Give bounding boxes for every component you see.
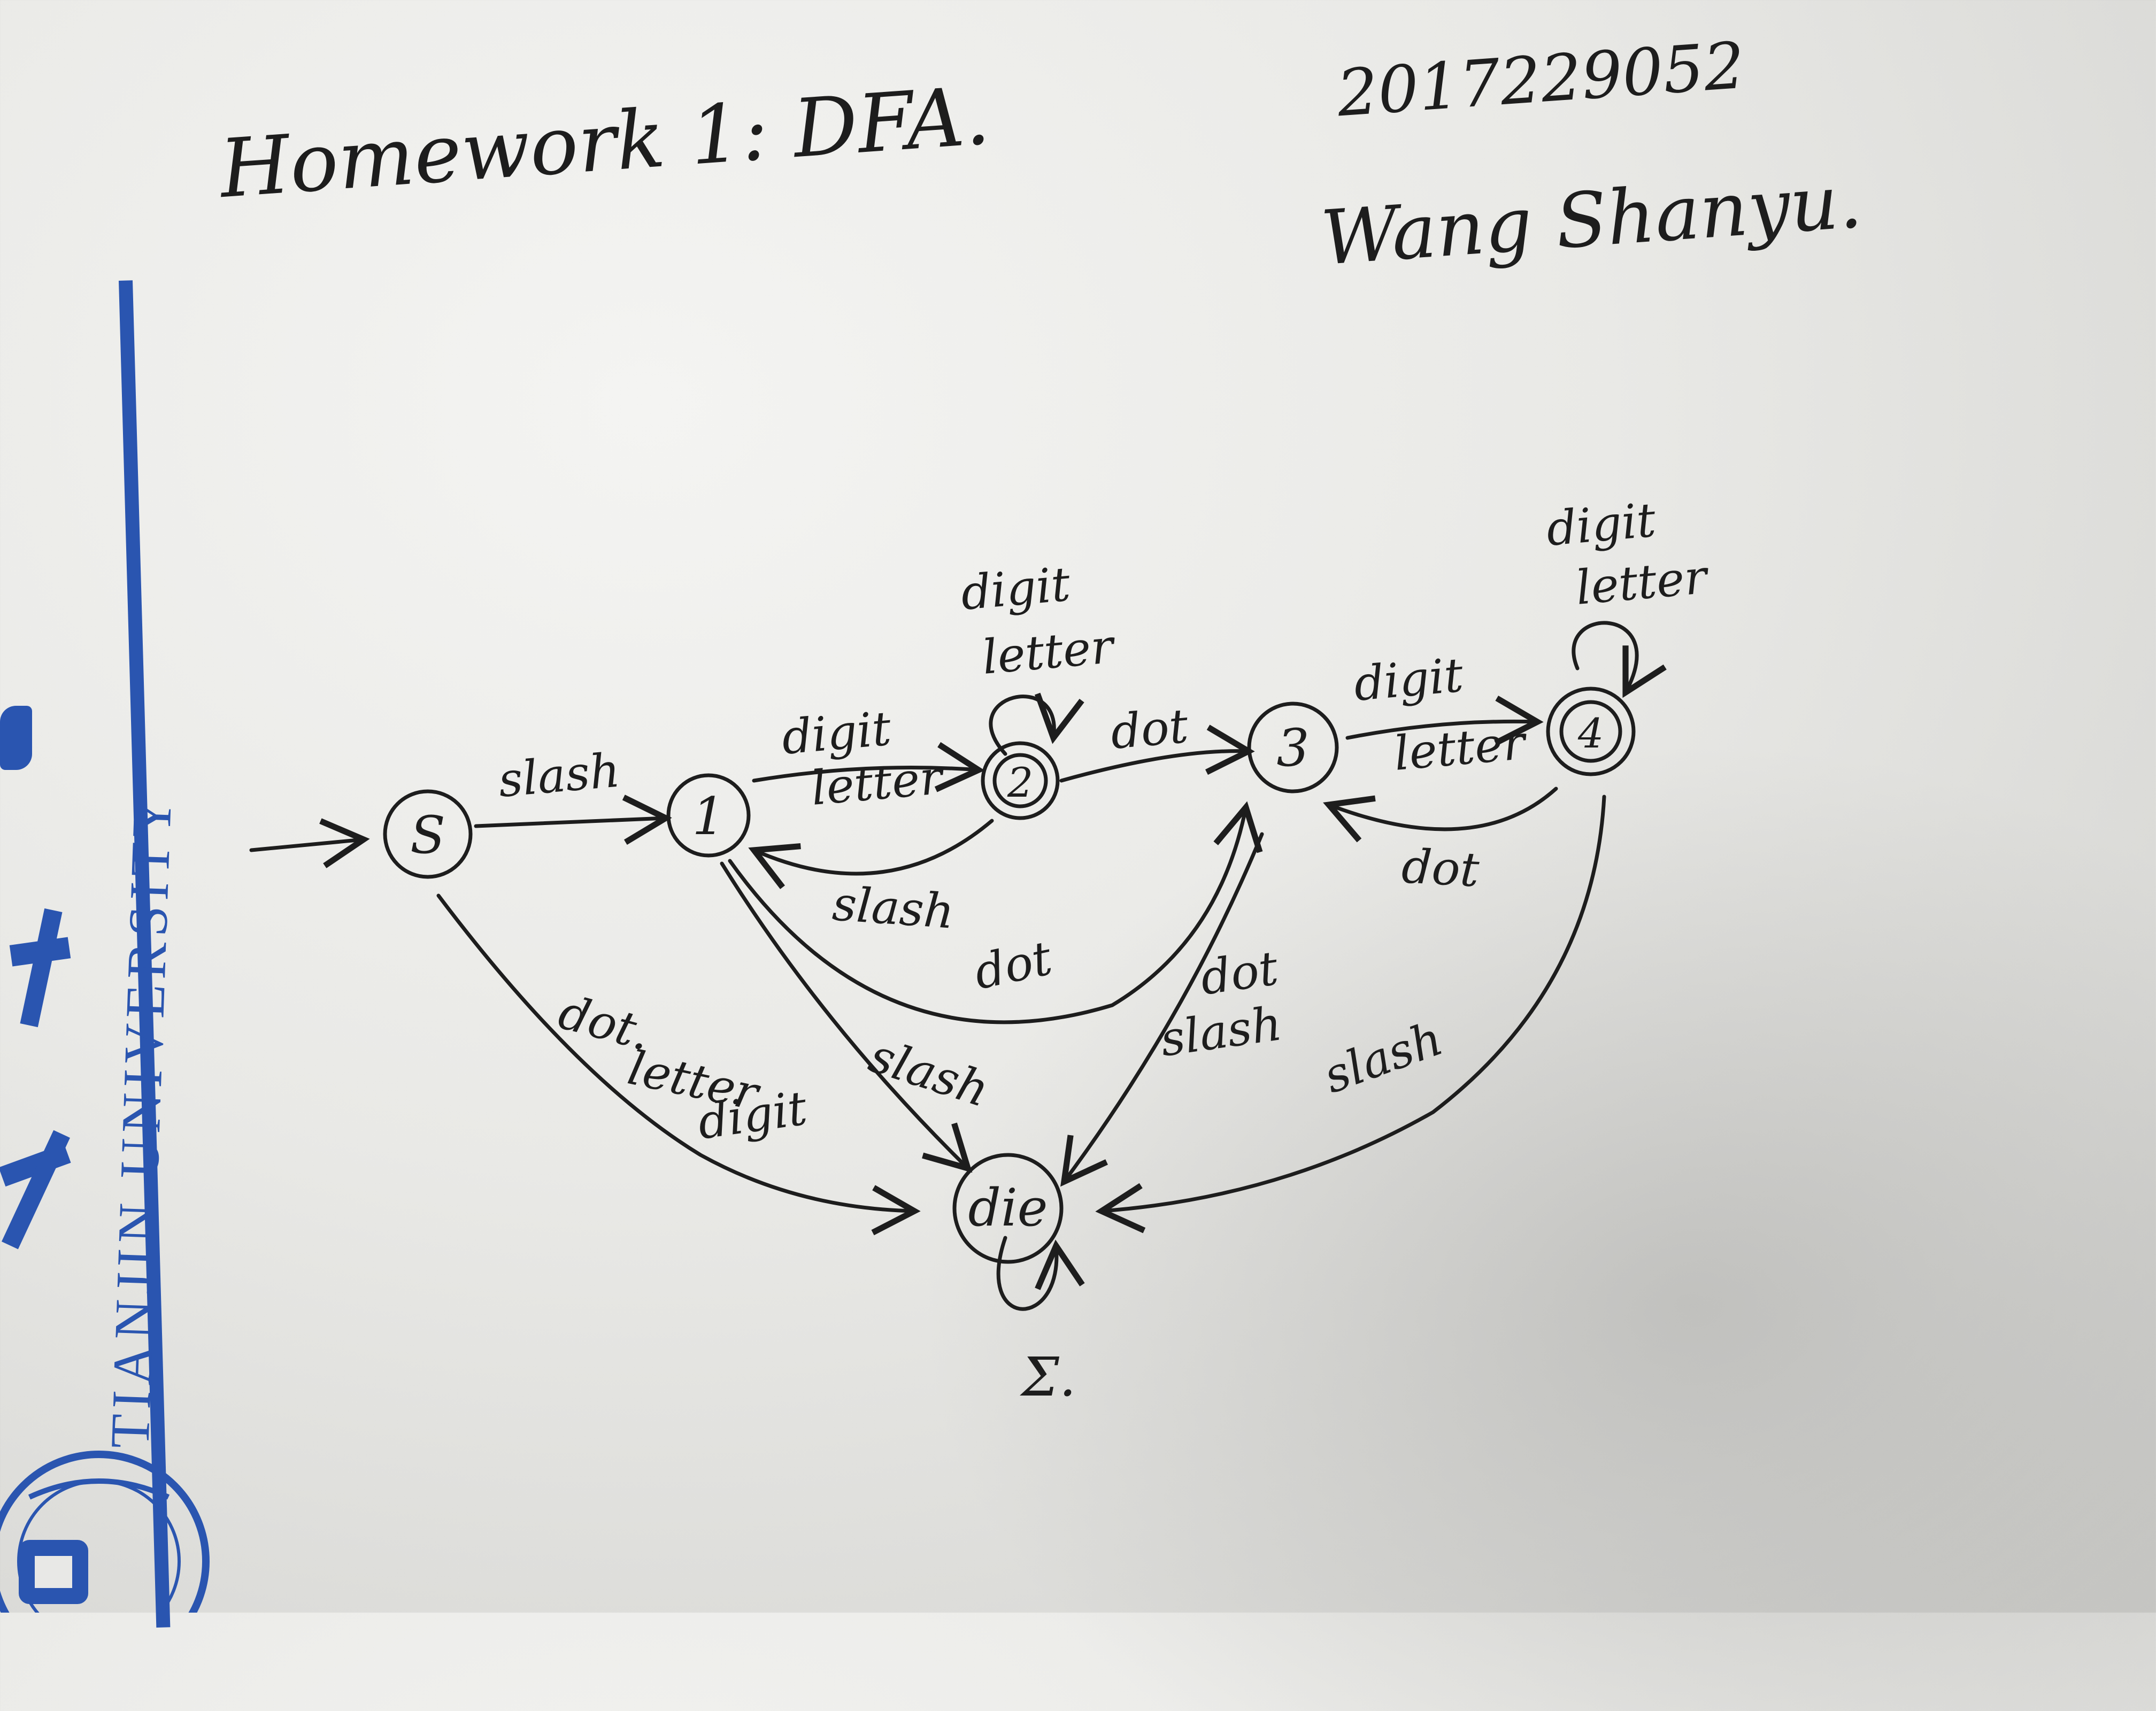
- state-4-accept-ring: [1559, 700, 1622, 763]
- state-2-circle: [981, 741, 1060, 820]
- label-1-3: dot: [969, 930, 1057, 1000]
- state-die-label: die: [968, 1178, 1048, 1238]
- label-2-3: dot: [1108, 698, 1191, 760]
- edge-s-1: [474, 795, 672, 845]
- label-3-4-digit: digit: [1352, 647, 1466, 711]
- edge-3-4: [1345, 695, 1544, 746]
- label-2-1: slash: [831, 876, 956, 939]
- dfa-diagram: S 1 2 3 4 die slash digit letter digit l…: [249, 492, 1712, 1408]
- label-3-die-dot: dot: [1197, 941, 1282, 1006]
- edge-4-die: [1095, 795, 1606, 1234]
- label-1-2-digit: digit: [780, 700, 894, 765]
- state-4-circle: [1546, 687, 1636, 776]
- edge-s-die: [436, 893, 921, 1236]
- state-4-label: 4: [1577, 710, 1604, 757]
- label-1-die: slash: [863, 1028, 996, 1117]
- state-3-circle: [1247, 702, 1339, 793]
- calligraphy-logo: [0, 684, 80, 1379]
- edge-3-die: [1060, 832, 1264, 1187]
- edge-2-1: [748, 819, 994, 889]
- state-1-circle: [666, 773, 751, 858]
- label-4-loop-digit: digit: [1544, 492, 1658, 556]
- loop-2: [989, 692, 1084, 756]
- state-2-accept-ring: [992, 753, 1048, 808]
- start-arrow: [249, 818, 370, 868]
- state-3-label: 3: [1276, 718, 1309, 778]
- label-2-loop-digit: digit: [959, 556, 1073, 620]
- label-3-4-letter: letter: [1392, 715, 1530, 781]
- edge-1-die: [720, 861, 973, 1173]
- label-4-3: dot: [1400, 838, 1481, 897]
- state-s-label: S: [410, 805, 445, 865]
- state-s-circle: [383, 789, 473, 879]
- label-die-loop: Σ.: [1020, 1346, 1076, 1408]
- loop-die: [996, 1236, 1085, 1311]
- label-1-2-letter: letter: [809, 750, 947, 816]
- edge-1-2: [752, 742, 985, 792]
- label-4-loop-letter: letter: [1574, 549, 1712, 615]
- edge-4-3: [1323, 787, 1558, 843]
- label-4-die: slash: [1316, 1011, 1450, 1104]
- state-die-circle: [952, 1153, 1064, 1264]
- label-2-loop-letter: letter: [980, 619, 1118, 685]
- state-1-label: 1: [692, 787, 725, 846]
- loop-4: [1572, 621, 1667, 698]
- state-2-label: 2: [1007, 759, 1033, 806]
- edge-1-3: [728, 801, 1263, 1024]
- edge-2-3: [1059, 725, 1255, 783]
- label-s-1: slash: [496, 742, 622, 807]
